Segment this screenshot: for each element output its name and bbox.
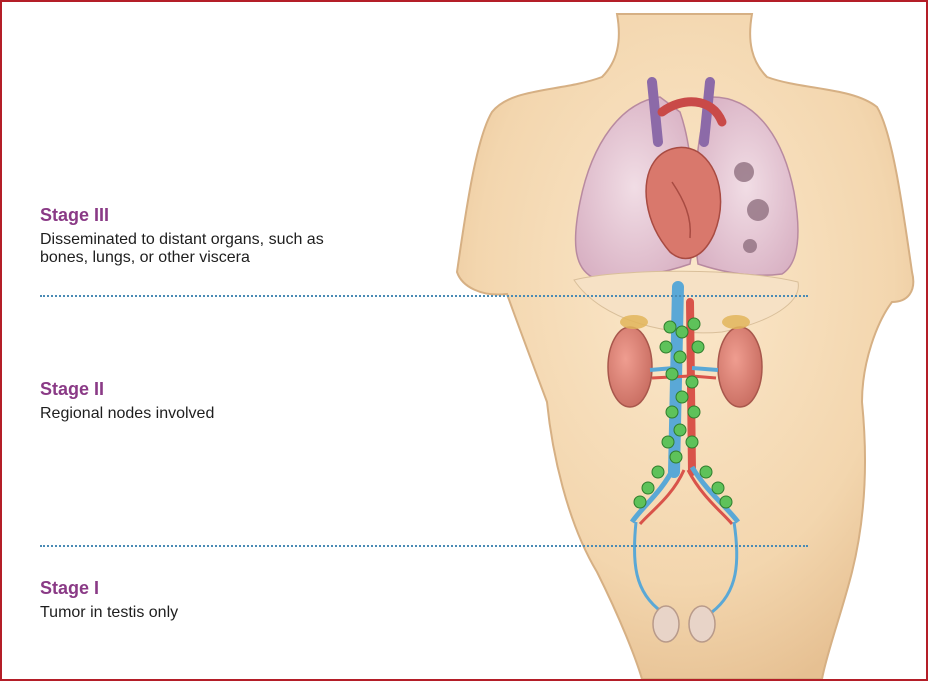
testis-icon-right	[689, 606, 715, 642]
torso-illustration	[422, 2, 926, 679]
lung-lesion	[734, 162, 754, 182]
stage-ii-block: Stage II Regional nodes involved	[40, 379, 440, 423]
aorta-vessel	[652, 82, 658, 142]
stage-ii-desc-line-1: Regional nodes involved	[40, 405, 440, 423]
stage-i-desc-line-1: Tumor in testis only	[40, 604, 440, 622]
kidney-icon-left	[608, 327, 652, 407]
stage-i-block: Stage I Tumor in testis only	[40, 578, 440, 622]
lung-lesion	[747, 199, 769, 221]
stage-divider-upper	[40, 295, 808, 297]
stage-iii-title: Stage III	[40, 205, 440, 225]
torso-body	[457, 14, 913, 679]
testis-icon-left	[653, 606, 679, 642]
stage-iii-block: Stage III Disseminated to distant organs…	[40, 205, 440, 267]
stage-divider-lower	[40, 545, 808, 547]
stage-i-title: Stage I	[40, 578, 440, 598]
adrenal-gland	[620, 315, 648, 329]
aorta-vessel	[704, 82, 710, 142]
stage-ii-title: Stage II	[40, 379, 440, 399]
kidney-icon-right	[718, 327, 762, 407]
lung-lesion	[743, 239, 757, 253]
stage-iii-desc-line-1: Disseminated to distant organs, such as	[40, 231, 440, 249]
adrenal-gland	[722, 315, 750, 329]
stage-iii-desc-line-2: bones, lungs, or other viscera	[40, 249, 440, 267]
